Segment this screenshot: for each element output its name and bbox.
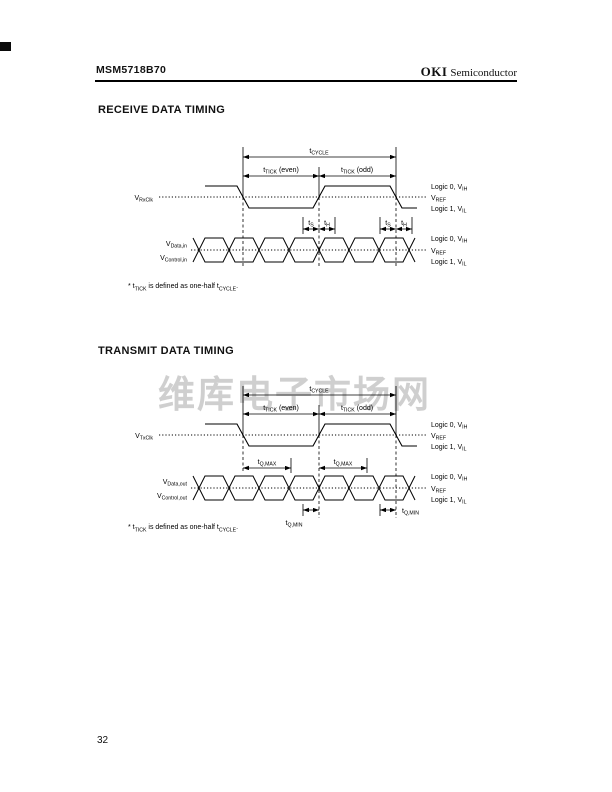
control-out-signal-label: VControl,out [157, 493, 188, 502]
brand-name: OKI [420, 64, 448, 79]
part-number: MSM5718B70 [96, 64, 167, 76]
t-setup-label: tS [308, 220, 314, 229]
receive-section-title: RECEIVE DATA TIMING [98, 104, 226, 116]
tq-min-label: tQ,MIN [402, 508, 419, 517]
logic1-level-label: Logic 1, VIL [431, 444, 467, 453]
transmit-timing-diagram: tCYCLE tTICK(even) tTICK(odd) VTxClk Log… [135, 386, 468, 529]
control-in-signal-label: VControl,in [160, 255, 187, 264]
logic1-level-label: Logic 1, VIL [431, 497, 467, 506]
scan-artifact [0, 42, 11, 51]
logic0-level-label: Logic 0, VIH [431, 474, 468, 483]
header-rule [95, 80, 517, 82]
tq-min-label: tQ,MIN [286, 520, 303, 529]
data-in-signal-label: VData,in [166, 241, 187, 250]
logic0-level-label: Logic 0, VIH [431, 422, 468, 431]
vref-level-label: VREF [431, 433, 446, 442]
data-eye-pattern [192, 237, 416, 263]
receive-footnote: * tTICK is defined as one-half tCYCLE. [128, 283, 239, 293]
vref-level-label: VREF [431, 195, 446, 204]
tq-max-label: tQ,MAX [258, 459, 277, 468]
tq-min-measurements: tQ,MIN tQ,MIN [286, 504, 419, 529]
data-out-signal-label: VData,out [163, 479, 188, 488]
t-tick-even-label: tTICK(even) [263, 167, 299, 176]
tq-max-measurements: tQ,MAX tQ,MAX [243, 458, 368, 473]
receive-timing-diagram: tCYCLE tTICK(even) tTICK(odd) VRxClk Log… [134, 147, 468, 268]
receive-data-waveform: VData,in VControl,in Logic 0, VIH VREF L… [160, 236, 467, 268]
vref-level-label: VREF [431, 486, 446, 495]
t-hold-label: tH [401, 220, 407, 229]
receive-edge-dashed-lines [242, 197, 397, 266]
vref-level-label: VREF [431, 248, 446, 257]
logic1-level-label: Logic 1, VIL [431, 259, 467, 268]
t-tick-even-label: tTICK(even) [263, 405, 299, 414]
t-hold-label: tH [324, 220, 330, 229]
rxclk-signal-label: VRxClk [134, 195, 153, 204]
transmit-section-title: TRANSMIT DATA TIMING [98, 345, 234, 357]
brand-suffix: Semiconductor [450, 67, 517, 79]
t-cycle-label: tCYCLE [309, 386, 329, 395]
logic0-level-label: Logic 0, VIH [431, 184, 468, 193]
t-setup-label: tS [385, 220, 391, 229]
data-eye-pattern [192, 475, 416, 501]
transmit-footnote: * tTICK is defined as one-half tCYCLE. [128, 524, 239, 534]
logic0-level-label: Logic 0, VIH [431, 236, 468, 245]
t-tick-odd-label: tTICK(odd) [341, 167, 373, 176]
t-tick-odd-label: tTICK(odd) [341, 405, 373, 414]
txclk-signal-label: VTxClk [135, 433, 153, 442]
receive-clock-waveform: VRxClk Logic 0, VIH VREF Logic 1, VIL [134, 184, 467, 215]
tq-max-label: tQ,MAX [334, 459, 353, 468]
t-cycle-label: tCYCLE [309, 148, 329, 157]
transmit-data-waveform: VData,out VControl,out Logic 0, VIH VREF… [157, 474, 468, 506]
transmit-cycle-measurement: tCYCLE tTICK(even) tTICK(odd) [242, 386, 397, 435]
page-number: 32 [97, 735, 109, 746]
logic1-level-label: Logic 1, VIL [431, 206, 467, 215]
setup-hold-measurements: tS tH tS tH [302, 217, 413, 234]
receive-cycle-measurement: tCYCLE tTICK(even) tTICK(odd) [242, 147, 397, 197]
transmit-clock-waveform: VTxClk Logic 0, VIH VREF Logic 1, VIL [135, 422, 468, 453]
